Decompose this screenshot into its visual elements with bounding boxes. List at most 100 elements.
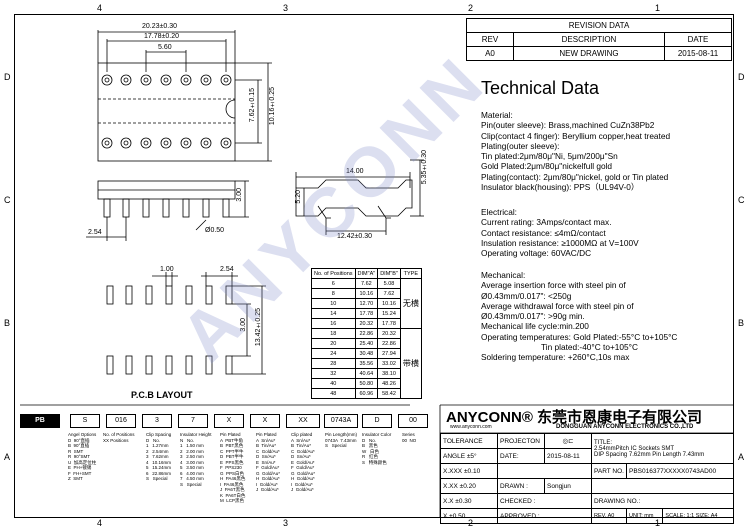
spec-line: Clip(contact 4 finger): Beryllium copper… [481, 130, 671, 141]
spec-line: Gold Plated:2μm/80μ"nickelfull gold [481, 161, 613, 172]
positions-cell: 27.94 [377, 348, 401, 359]
spec-line: Operating temperatures: Gold Plated:-55°… [481, 331, 678, 342]
spec-line: Contact resistance: ≤4mΩ/contact [481, 227, 606, 238]
positions-cell: 48.26 [377, 378, 401, 389]
positions-cell: 16 [311, 318, 356, 329]
dim-top-h1: 7.62±0.15 [249, 88, 256, 123]
positions-cell: 17.78 [377, 318, 401, 329]
size-label: SIZE: [695, 513, 710, 519]
positions-cell: 48 [311, 388, 356, 399]
tol-x2v: ±0.20 [459, 482, 476, 490]
spec-material: Material: Pin(outer sleeve): Brass,machi… [481, 110, 670, 192]
positions-header: DIM"A" [354, 268, 379, 279]
unit-value: mm [644, 513, 654, 519]
zone-left-A: A [4, 452, 11, 462]
dim-side-h: 3.00 [236, 188, 243, 202]
drawing-no-label: DRAWING NO.: [591, 493, 734, 509]
zone-left-B: B [4, 318, 11, 328]
scale-label: SCALE: [665, 513, 685, 519]
pn-code: 0743A [324, 414, 358, 428]
positions-cell: 40.64 [354, 368, 379, 379]
positions-header: TYPE [399, 268, 422, 279]
dim-top-w1: 20.23±0.30 [142, 23, 177, 30]
pn-code: 7 [178, 414, 208, 428]
positions-cell: 40 [311, 378, 356, 389]
dim-side-pin: Ø0.50 [205, 227, 225, 234]
pn-desc-series: Series 00 NO [402, 432, 417, 443]
dim-top-w3: 5.60 [158, 44, 172, 51]
tolerance-label: TOLERANCE [440, 433, 498, 449]
top-pin-row-lower [101, 137, 232, 149]
pcb-pads-lower [106, 355, 233, 375]
positions-cell: 35.56 [354, 358, 379, 369]
pn-code: D [362, 414, 392, 428]
tol-x1: X.XXX [443, 467, 463, 475]
approved-label: APPROVED : [497, 508, 592, 524]
spec-line: Insulator black(housing): PPS（UL94V-0） [481, 182, 640, 193]
pn-code: XX [286, 414, 320, 428]
spec-line: Ø0.43mm/0.017": >90g min. [481, 311, 585, 322]
zone-right-A: A [738, 452, 745, 462]
revision-cell: NEW DRAWING [513, 46, 665, 61]
positions-cell: 17.78 [354, 308, 379, 319]
title-block: TOLERANCE PROJECTON ◎⊏ TITLE: 2.54mmPitc… [440, 433, 734, 524]
positions-cell: 58.42 [377, 388, 401, 399]
projection-icon: ◎⊏ [544, 433, 592, 449]
tol-x1v: ±0.10 [463, 467, 481, 475]
spec-line: Soldering temperature: +260°C,10s max [481, 352, 630, 363]
zone-right-C: C [738, 195, 745, 205]
zone-left-D: D [4, 72, 11, 82]
pn-code-pb: PB [20, 414, 60, 428]
tol-x3v: ±0.30 [455, 497, 472, 505]
pn-code: X [250, 414, 280, 428]
positions-cell: 22.86 [377, 338, 401, 349]
tol-x2: X.XX [443, 482, 458, 490]
positions-header: DIM"B" [377, 268, 401, 279]
positions-cell: 22.86 [354, 328, 379, 339]
positions-cell: 20 [311, 338, 356, 349]
angle-tolerance: ANGLE ±5° [440, 448, 498, 464]
positions-cell: 7.62 [377, 288, 401, 299]
spec-line: Plating(outer sleeve): [481, 140, 560, 151]
spec-line: Plating(contact): 2μm/80μ"nickel, gold o… [481, 171, 669, 182]
title-line-1: 2.54mmPitch IC Sockets SMT [594, 445, 675, 452]
positions-cell: 20.32 [354, 318, 379, 329]
company-name: ANYCONN® 东莞市恩康电子有限公司 [446, 409, 703, 426]
spec-mechanical: Mechanical: Average insertion force with… [481, 270, 677, 363]
positions-cell: 20.32 [377, 328, 401, 339]
tech-title: Technical Data [481, 78, 600, 98]
pn-desc-clip-spacing: Clip Spacing D No. 1 1.27mm 2 2.54mm 3 7… [146, 432, 172, 481]
dim-top-h2: 10.16±0.25 [269, 87, 276, 126]
spec-line: Insulation resistance: ≥1000MΩ at V=100V [481, 237, 639, 248]
positions-cell: 18 [311, 328, 356, 339]
top-view-notch [225, 99, 236, 119]
top-pin-row-upper [101, 74, 232, 86]
part-no-label: PART NO. [591, 463, 627, 479]
pn-desc-pin-plated: Pin Plated A Sn/Au* B Tin/Au* C Gold/Au*… [256, 432, 281, 492]
size-value: A4 [710, 513, 718, 519]
zone-right-D: D [738, 72, 745, 82]
pn-code: 016 [106, 414, 136, 428]
positions-cell: 24 [311, 348, 356, 359]
positions-cell: 28 [311, 358, 356, 369]
positions-cell: 30.48 [354, 348, 379, 359]
positions-cell: 10 [311, 298, 356, 309]
drawn-label: DRAWN : [497, 478, 545, 494]
pn-desc-angle: Angel Options D 90°直插 B 90°直插 R SMT R 90… [68, 432, 97, 481]
spec-line: Average withdrawal force with steel pin … [481, 300, 634, 311]
spec-electrical: Electrical: Current rating: 3Amps/contac… [481, 207, 639, 258]
revision-cell: A0 [466, 46, 514, 61]
positions-cell: 8 [311, 288, 356, 299]
zone-bottom-4: 4 [97, 518, 103, 528]
dim-end-w: 14.00 [346, 168, 364, 175]
zone-top-1: 1 [655, 3, 661, 13]
spec-line: Tin plated:-40°C to+105°C [541, 342, 638, 353]
pn-desc-pin-length: Pin Length(mm) 0743A 7.43mm S Special [325, 432, 358, 448]
zone-top-4: 4 [97, 3, 103, 13]
side-view-pins [103, 198, 230, 218]
